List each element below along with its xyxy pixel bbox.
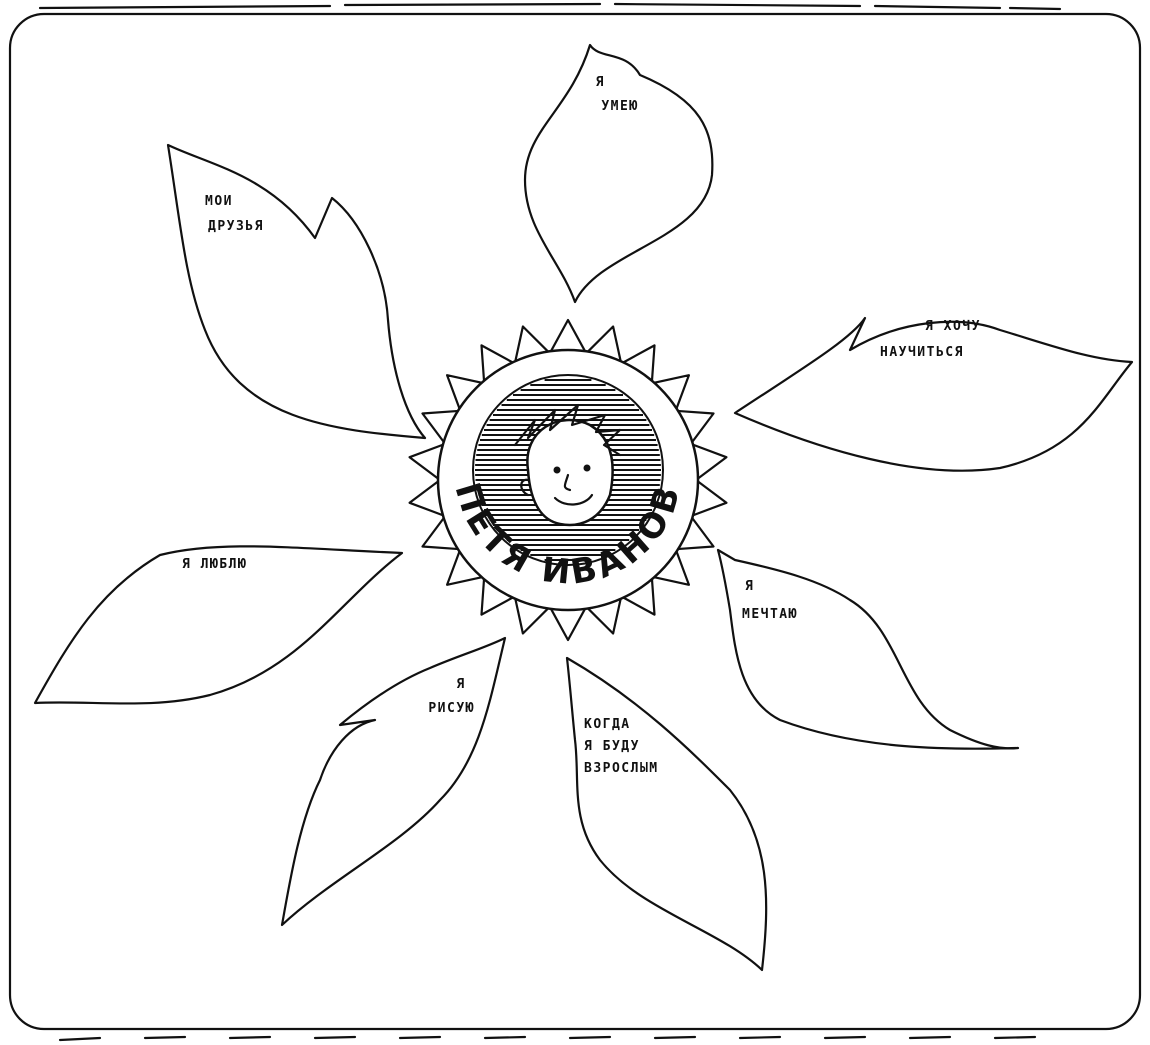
petal-khochu-line-2: НАУЧИТЬСЯ xyxy=(880,345,964,360)
petal-risuyu-line-1: Я xyxy=(456,677,465,692)
petal-umeyu-line-2: УМЕЮ xyxy=(601,99,638,114)
petal-kogda-line-1: КОГДА xyxy=(584,717,631,732)
petal-kogda-budu-vzroslym: КОГДА Я БУДУ ВЗРОСЛЫМ xyxy=(567,658,766,970)
petal-moi-druzya-line-2: ДРУЗЬЯ xyxy=(208,219,264,234)
petal-moi-druzya-line-1: МОИ xyxy=(205,194,233,209)
petal-mechtayu-line-2: МЕЧТАЮ xyxy=(742,607,798,622)
petal-khochu-line-1: Я ХОЧУ xyxy=(925,319,981,334)
petal-moi-druzya: МОИ ДРУЗЬЯ xyxy=(168,145,425,438)
petal-umeyu: Я УМЕЮ xyxy=(525,45,712,302)
petal-risuyu: Я РИСУЮ xyxy=(282,638,505,925)
petal-lyublyu: Я ЛЮБЛЮ xyxy=(35,546,402,703)
petal-khochu-nauchitsya: Я ХОЧУ НАУЧИТЬСЯ xyxy=(735,318,1132,471)
petal-kogda-line-2: Я БУДУ xyxy=(584,739,640,754)
petal-lyublyu-line-1: Я ЛЮБЛЮ xyxy=(182,557,247,572)
sun-center: ПЕТЯ ИВАНОВ xyxy=(410,320,727,640)
petal-umeyu-line-1: Я xyxy=(596,75,605,90)
bottom-edge-line xyxy=(60,1037,1035,1040)
petal-mechtayu: Я МЕЧТАЮ xyxy=(718,550,1018,749)
petal-kogda-line-3: ВЗРОСЛЫМ xyxy=(584,761,659,776)
petal-mechtayu-line-1: Я xyxy=(745,579,754,594)
petal-label-lyublyu: Я ЛЮБЛЮ xyxy=(182,557,247,572)
top-edge-line xyxy=(40,4,1060,9)
petal-risuyu-line-2: РИСУЮ xyxy=(428,701,475,716)
